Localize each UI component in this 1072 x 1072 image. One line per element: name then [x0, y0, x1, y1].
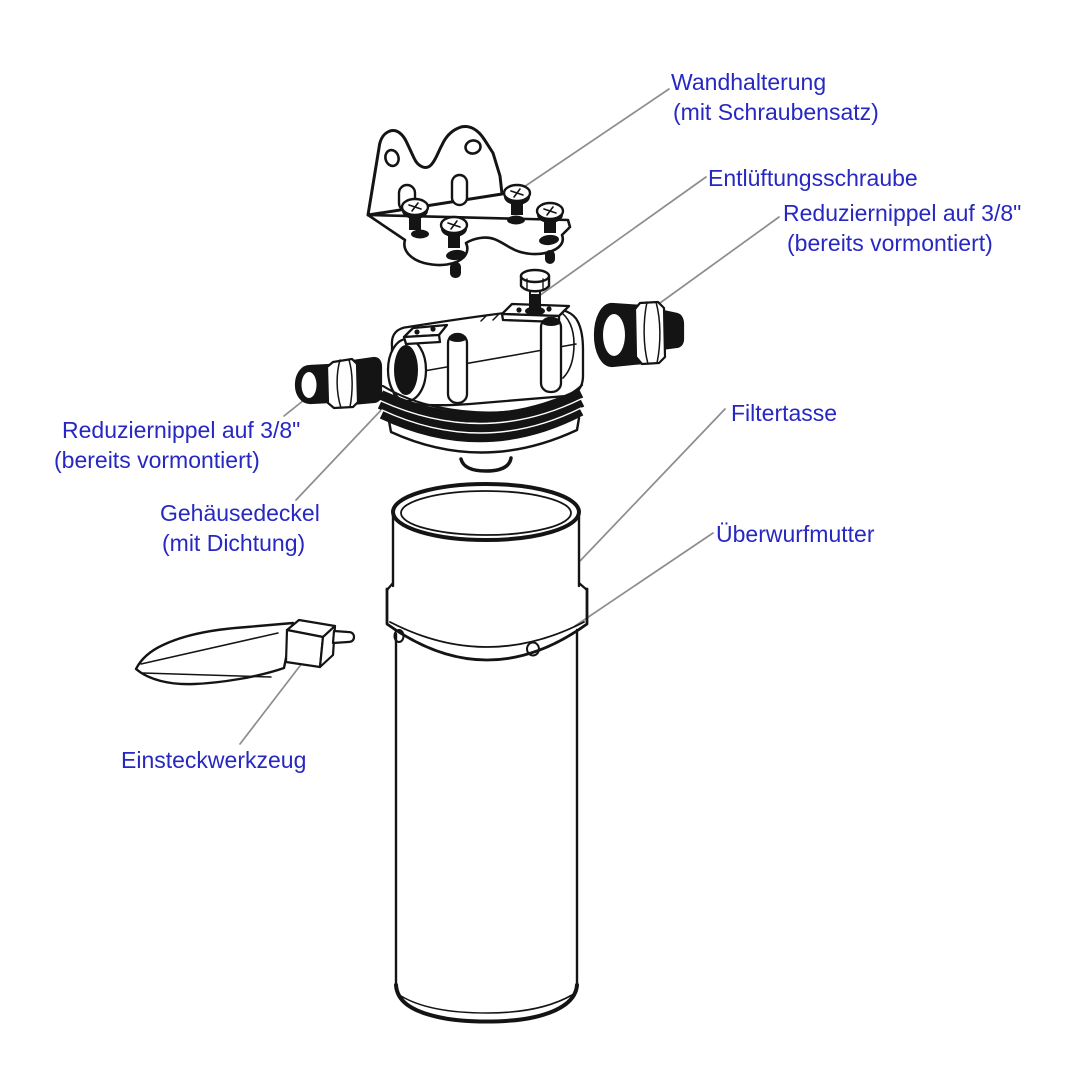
bracket-screw-b [439, 215, 469, 248]
lid-bottom-cap [459, 456, 513, 473]
nut-hole-right [526, 641, 540, 657]
leader-wandhalterung [517, 88, 670, 192]
nut-bottom-rim [389, 621, 585, 648]
label-einsteckwerkzeug-line1: Einsteckwerkzeug [121, 747, 307, 773]
left-nipple-hex-facet-1 [336, 359, 342, 409]
bracket-face [366, 125, 504, 217]
bracket-slot-right [450, 173, 469, 207]
cup-upper-walls [391, 512, 581, 588]
lid-lower-rim [387, 416, 581, 454]
vent-screw-shaft [529, 294, 541, 309]
tool-facet-lower [142, 672, 272, 678]
leader-lines [239, 88, 780, 745]
right-reducing-nipple-drawing [593, 300, 685, 368]
head-post-right [539, 316, 563, 394]
leader-reduziernippel-rechts [659, 216, 780, 304]
lid-seal-gap-1 [380, 398, 582, 425]
tool-block-front [284, 628, 325, 669]
cup-bottom-outer [394, 983, 579, 1024]
label-reduziernippel-links: Reduziernippel auf 3/8" (bereits vormont… [54, 415, 301, 475]
label-gehaeusedeckel-line2: (mit Dichtung) [162, 530, 306, 556]
cup-lower-walls [394, 628, 579, 987]
bracket-screw-a [400, 197, 430, 239]
lid-seal-gap-2 [381, 407, 582, 434]
lid-seal-ring-3 [379, 406, 584, 443]
label-reduziernippel-links-line1: Reduziernippel auf 3/8" [62, 417, 301, 443]
leader-entlueftungsschraube [538, 176, 707, 297]
head-port-opening [394, 345, 418, 395]
right-nipple-hex-facet-2 [655, 301, 661, 364]
label-einsteckwerkzeug: Einsteckwerkzeug [121, 745, 306, 775]
vent-screw-head-facets [526, 278, 544, 291]
label-ueberwurfmutter: Überwurfmutter [716, 519, 874, 549]
wall-bracket-drawing [366, 125, 572, 278]
right-nipple-hex-nut [633, 300, 667, 366]
lid-seal-ring-2 [377, 397, 585, 433]
label-gehaeusedeckel: Gehäusedeckel (mit Dichtung) [160, 498, 320, 558]
label-wandhalterung-line2: (mit Schraubensatz) [673, 99, 879, 125]
label-ueberwurfmutter-line1: Überwurfmutter [716, 521, 875, 547]
head-post-left [446, 332, 469, 405]
head-post-left-top [448, 334, 467, 342]
head-post-right-top [541, 318, 561, 326]
lid-seal-ring-1 [378, 388, 584, 423]
label-reduziernippel-rechts: Reduziernippel auf 3/8" (bereits vormont… [783, 198, 1021, 258]
bracket-hole-left [384, 148, 400, 168]
insertion-tool-drawing [134, 618, 356, 686]
nut-top-edges [385, 581, 589, 592]
retaining-nut-drawing [385, 581, 589, 662]
cup-rim-inner [400, 490, 572, 536]
vent-screw-collar [525, 306, 545, 316]
cup-rim-outer [391, 482, 581, 542]
right-nipple-hex-facet-1 [643, 301, 649, 365]
leader-filtertasse [579, 408, 726, 562]
nut-outer [385, 587, 589, 662]
label-wandhalterung: Wandhalterung (mit Schraubensatz) [671, 67, 879, 127]
filter-head-drawing [377, 268, 585, 473]
bracket-base-hole-1 [446, 249, 466, 261]
tool-facet-upper [140, 632, 279, 665]
label-wandhalterung-line1: Wandhalterung [671, 69, 827, 95]
nut-hole-left [393, 629, 405, 643]
vent-screw-head-top [519, 268, 551, 284]
tool-block-side [318, 624, 337, 669]
label-filtertasse: Filtertasse [731, 398, 837, 428]
filter-cup-drawing [385, 482, 589, 1024]
bracket-hole-right [464, 139, 482, 155]
bracket-screw-c [502, 183, 532, 225]
label-entlueftungsschraube: Entlüftungsschraube [708, 163, 918, 193]
housing-lid-drawing [377, 383, 585, 473]
tool-pin [331, 629, 356, 645]
left-nipple-hex-nut [325, 357, 360, 410]
cup-bottom-inner [400, 994, 573, 1014]
right-nipple-thread-cylinder [659, 309, 685, 351]
label-entlueftungsschraube-line1: Entlüftungsschraube [708, 165, 918, 191]
left-nipple-hex-facet-2 [348, 359, 353, 408]
label-reduziernippel-rechts-line1: Reduziernippel auf 3/8" [783, 200, 1022, 226]
bracket-screw-d [535, 201, 565, 233]
left-nipple-socket-face [301, 372, 317, 398]
left-reducing-nipple-drawing [294, 356, 383, 410]
vent-screw-drawing [519, 268, 551, 316]
leader-ueberwurfmutter [574, 532, 714, 627]
right-nipple-socket-face [603, 314, 625, 356]
bracket-screw-stub-1 [450, 262, 461, 278]
bracket-screw-stub-2 [545, 250, 555, 264]
label-gehaeusedeckel-line1: Gehäusedeckel [160, 500, 320, 526]
head-clamp-left [402, 323, 449, 346]
label-reduziernippel-links-line2: (bereits vormontiert) [54, 447, 260, 473]
label-reduziernippel-rechts-line2: (bereits vormontiert) [787, 230, 993, 256]
label-filtertasse-line1: Filtertasse [731, 400, 838, 426]
bracket-base-hole-2 [539, 234, 559, 246]
leader-einsteckwerkzeug [239, 657, 307, 745]
